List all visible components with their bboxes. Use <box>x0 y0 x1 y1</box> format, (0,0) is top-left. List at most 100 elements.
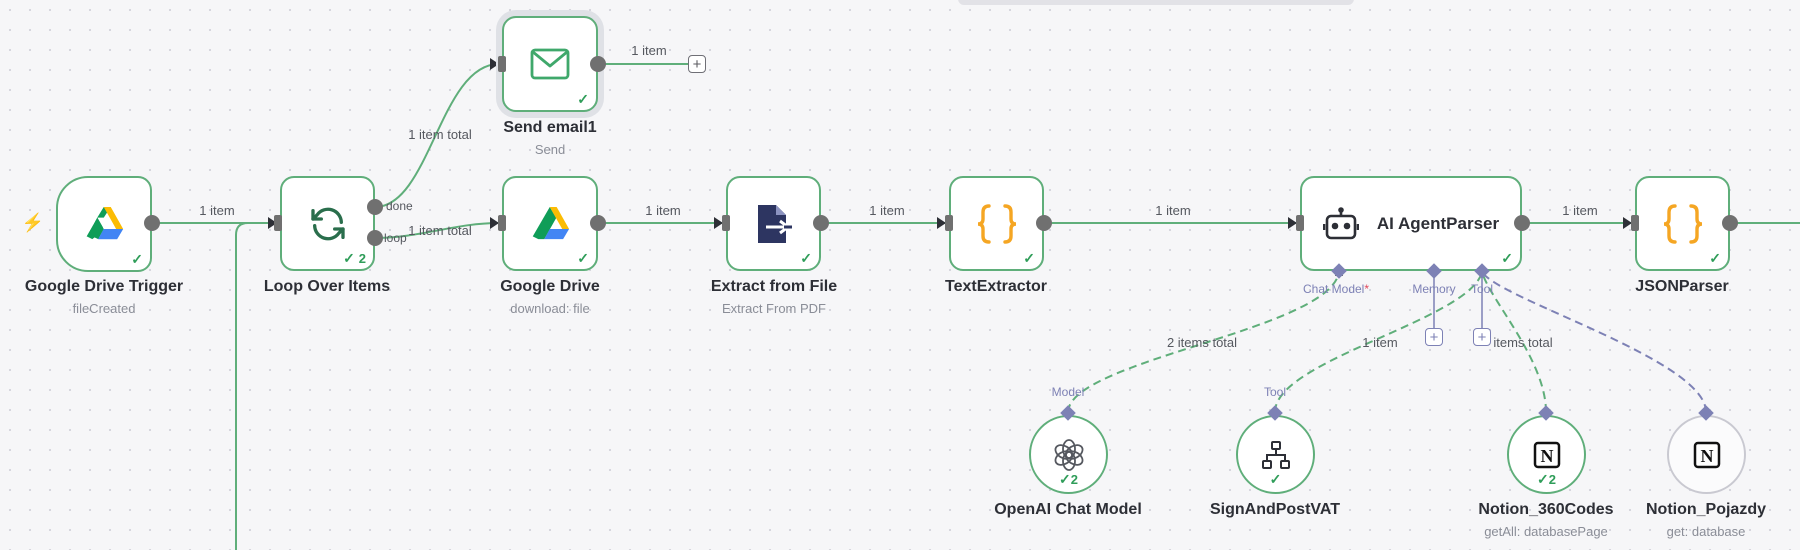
edge-label: 1 item total <box>408 223 472 238</box>
edge-loop-gdrive <box>374 222 500 239</box>
node-label: Notion_Pojazdy <box>1645 501 1767 518</box>
edge-model-agent <box>1067 271 1340 413</box>
arrow-extract <box>714 217 723 229</box>
output-port[interactable] <box>1036 215 1052 231</box>
success-check-icon: ✓ <box>1269 471 1282 487</box>
success-check-icon: ✓ <box>131 251 143 267</box>
handle-label-tool: Tool <box>1263 385 1287 399</box>
node-google-drive[interactable]: ✓ <box>502 176 598 271</box>
arrow-loop <box>268 217 277 229</box>
node-subtitle: download: file <box>510 301 590 316</box>
edge-label: items total <box>1493 335 1553 350</box>
robot-icon <box>1322 206 1359 239</box>
node-label: JSONParser <box>1635 278 1729 295</box>
output-port[interactable] <box>1514 215 1530 231</box>
output-port[interactable] <box>813 215 829 231</box>
canvas-top-toolbar <box>958 0 1354 5</box>
port-label-loop: loop <box>384 231 407 245</box>
port-label-done: done <box>386 199 413 213</box>
edge-pojazdy-agent <box>1481 271 1707 413</box>
node-label: TextExtractor <box>945 278 1047 295</box>
input-port[interactable] <box>1296 215 1304 231</box>
node-label: Google Drive <box>500 278 600 295</box>
edge-loop-backlink <box>235 222 276 550</box>
success-check-icon: ✓2 <box>1537 471 1556 487</box>
edge-label: 1 item <box>1155 203 1191 218</box>
node-json-parser[interactable]: ✓ <box>1635 176 1730 271</box>
node-google-drive-trigger[interactable]: ✓ <box>56 176 152 272</box>
node-loop-over-items[interactable]: ✓ 2 <box>280 176 375 271</box>
input-port[interactable] <box>498 56 506 72</box>
mail-icon <box>530 48 570 80</box>
edge-label: 1 item <box>1362 335 1398 350</box>
output-port[interactable] <box>590 215 606 231</box>
success-check-icon: ✓ <box>577 91 589 107</box>
input-port[interactable] <box>498 215 506 231</box>
input-port[interactable] <box>722 215 730 231</box>
node-label: Extract from File <box>710 278 838 295</box>
input-port[interactable] <box>274 215 282 231</box>
file-extract-icon <box>757 204 792 243</box>
edge-label: 1 item <box>631 43 667 58</box>
success-check-icon: ✓ <box>1023 250 1035 266</box>
node-ai-agent-parser[interactable]: AI AgentParser ✓ <box>1300 176 1522 271</box>
arrow-text <box>937 217 946 229</box>
arrow-json <box>1623 217 1632 229</box>
node-label: AI AgentParser <box>1376 213 1500 233</box>
curly-braces-icon <box>1663 203 1702 244</box>
edge-label: 1 item <box>645 203 681 218</box>
handle-label-memory: Memory <box>1412 282 1456 296</box>
arrow-gdrive <box>490 217 499 229</box>
output-port[interactable] <box>1722 215 1738 231</box>
sitemap-icon <box>1261 440 1290 469</box>
svg-text:N: N <box>1540 446 1553 466</box>
node-label: SignAndPostVAT <box>1209 501 1341 518</box>
input-port[interactable] <box>1631 215 1639 231</box>
node-text-extractor[interactable]: ✓ <box>949 176 1044 271</box>
google-drive-icon <box>532 206 570 239</box>
add-memory-button[interactable]: + <box>1425 328 1443 346</box>
node-subtitle: fileCreated <box>72 301 136 316</box>
node-notion-pojazdy[interactable]: N <box>1667 415 1746 494</box>
node-extract-from-file[interactable]: ✓ <box>726 176 821 271</box>
notion-icon: N <box>1693 441 1720 468</box>
node-label: Notion_360Codes <box>1478 501 1614 518</box>
node-notion-360codes[interactable]: N ✓2 <box>1507 415 1586 494</box>
node-sign-and-post-vat[interactable]: ✓ <box>1236 415 1315 494</box>
output-port-loop[interactable] <box>367 230 383 246</box>
success-check-icon: ✓ <box>1501 250 1513 266</box>
output-port[interactable] <box>144 215 160 231</box>
node-openai-chat-model[interactable]: ✓2 <box>1029 415 1108 494</box>
edge-label: 2 items total <box>1166 335 1238 350</box>
edge-loop-done-email <box>374 63 500 208</box>
lightning-icon: ⚡ <box>21 212 45 233</box>
handle-label-model: Model <box>1051 385 1085 399</box>
input-port[interactable] <box>945 215 953 231</box>
output-port-done[interactable] <box>367 199 383 215</box>
handle-label-tool: Tool <box>1470 282 1494 296</box>
handle-label-chat-model: Chat Model* <box>1302 282 1370 296</box>
output-port[interactable] <box>590 56 606 72</box>
openai-icon <box>1054 438 1083 471</box>
run-count-badge: 2 <box>1548 472 1556 487</box>
node-subtitle: get: database <box>1666 524 1746 539</box>
node-label: Google Drive Trigger <box>24 278 184 295</box>
success-check-icon: ✓ 2 <box>343 250 366 266</box>
add-tool-button[interactable]: + <box>1473 328 1491 346</box>
node-subtitle: Send <box>534 142 566 157</box>
edge-label: 1 item <box>1562 203 1598 218</box>
success-check-icon: ✓ <box>800 250 812 266</box>
arrow-agent <box>1288 217 1297 229</box>
success-check-icon: ✓ <box>577 250 589 266</box>
curly-braces-icon <box>977 203 1016 244</box>
add-node-button[interactable]: + <box>688 55 706 73</box>
edge-label: 1 item total <box>408 127 472 142</box>
google-drive-icon <box>86 206 124 240</box>
svg-text:N: N <box>1700 446 1713 466</box>
node-subtitle: getAll: databasePage <box>1484 524 1608 539</box>
node-send-email[interactable]: ✓ <box>502 16 598 112</box>
node-label: Loop Over Items <box>263 278 391 295</box>
notion-icon: N <box>1533 441 1560 468</box>
